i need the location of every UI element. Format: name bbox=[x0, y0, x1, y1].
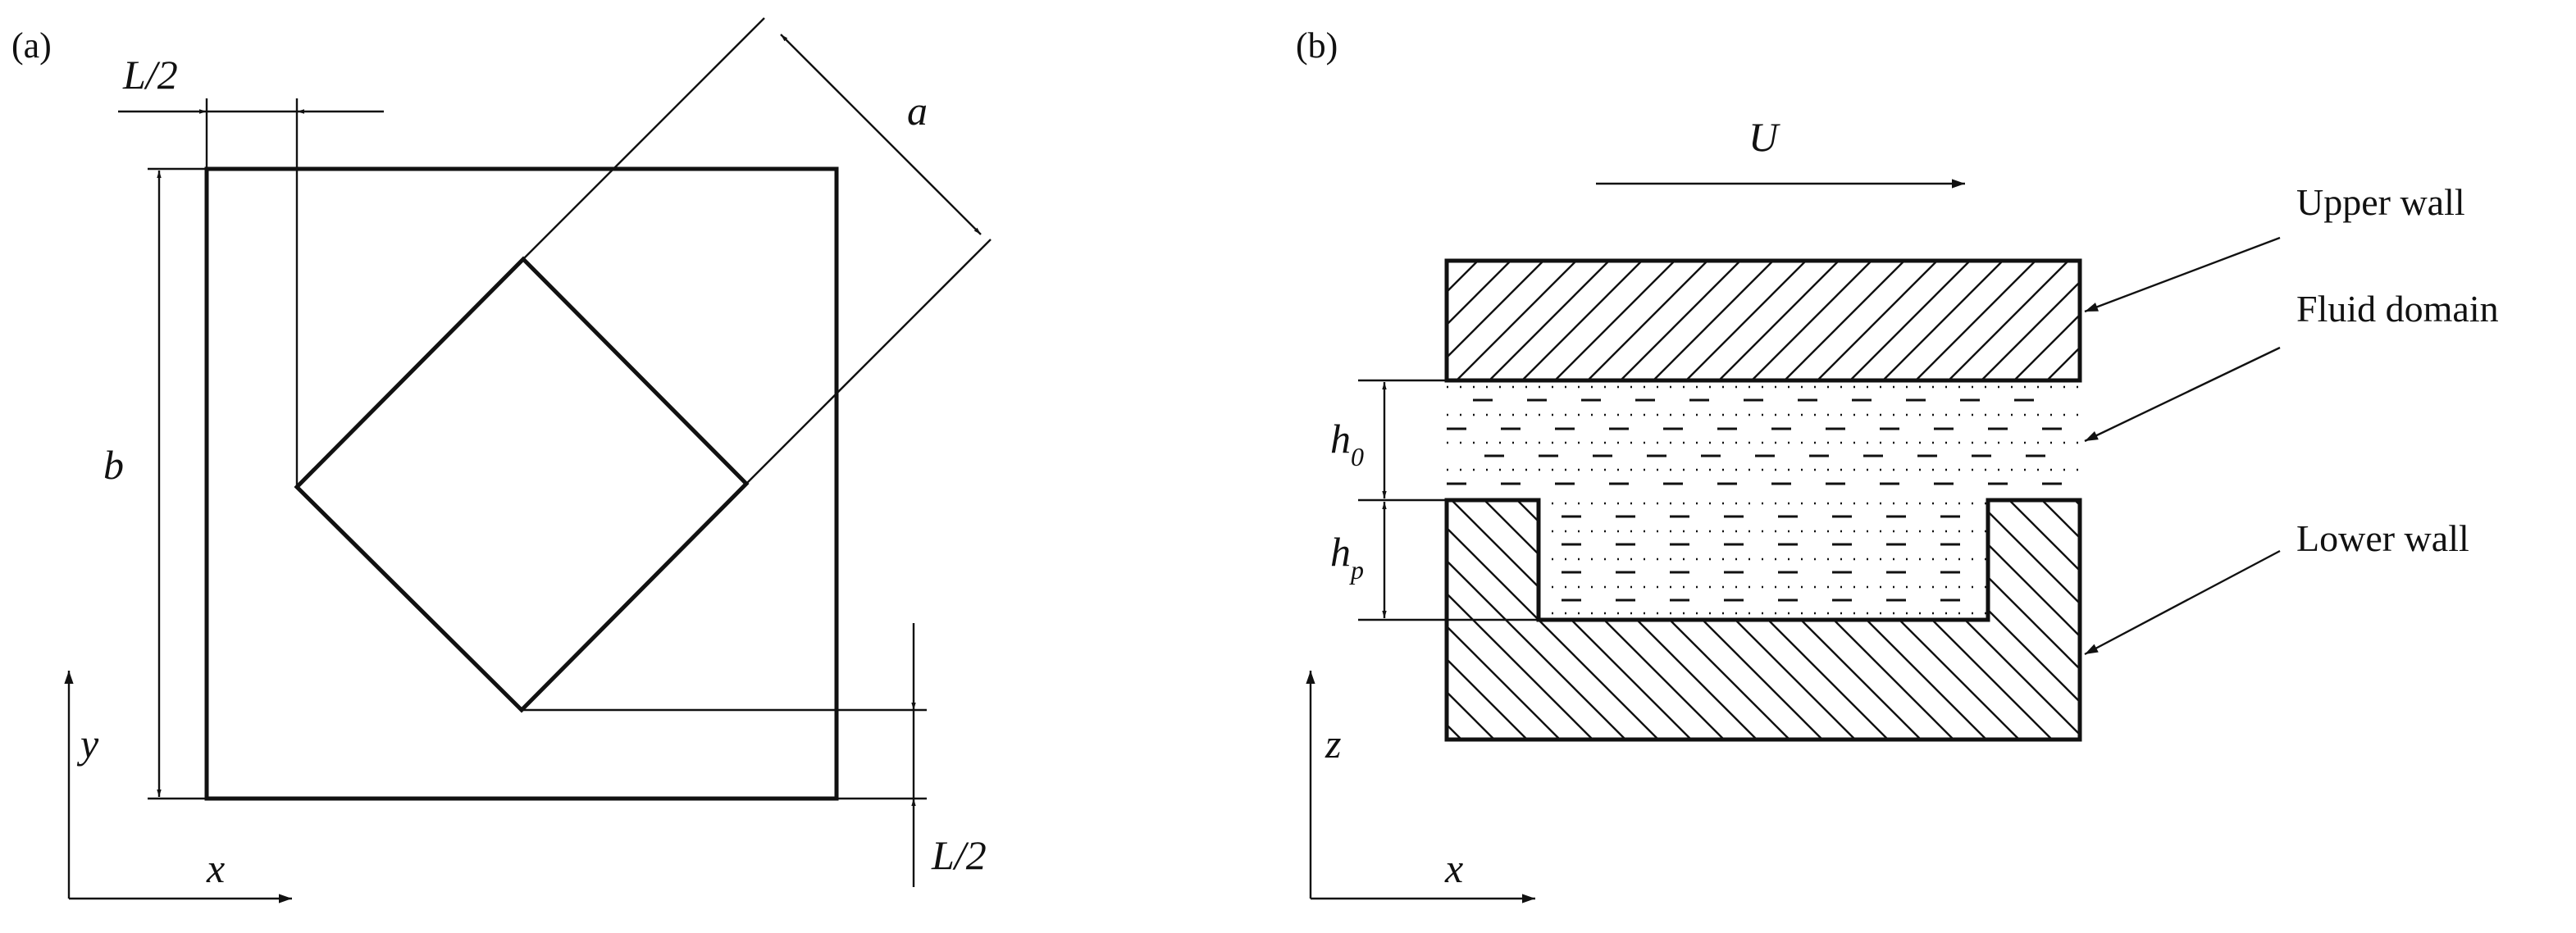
leader-fluid-domain bbox=[2084, 346, 2281, 443]
lower-wall bbox=[1444, 498, 2082, 742]
panel-a-label: (a) bbox=[11, 25, 52, 66]
upper-wall-label: Upper wall bbox=[2296, 181, 2465, 223]
axis-y-label: y bbox=[76, 721, 99, 767]
inner-rotated-square bbox=[294, 256, 750, 713]
outer-square bbox=[204, 166, 839, 801]
lower-wall-label: Lower wall bbox=[2296, 517, 2469, 559]
extension-line-a-right bbox=[745, 239, 992, 485]
leader-lower-wall bbox=[2084, 549, 2281, 656]
axis-x-label-b: x bbox=[1444, 845, 1463, 891]
panel-b: (b) U h0 bbox=[1296, 25, 2499, 903]
dim-half-gap-top-label: L/2 bbox=[122, 52, 178, 98]
fluid-domain-label: Fluid domain bbox=[2296, 288, 2499, 330]
leader-upper-wall bbox=[2084, 236, 2281, 313]
extension-line-a-left bbox=[522, 17, 765, 260]
dim-half-gap-bottom-label: L/2 bbox=[931, 832, 987, 878]
axis-x-label: x bbox=[206, 845, 225, 891]
axis-z-label: z bbox=[1324, 721, 1341, 767]
dim-b-label: b bbox=[103, 442, 124, 488]
dimension-line-a bbox=[780, 34, 982, 235]
pocket-depth-label: hp bbox=[1330, 529, 1364, 585]
panel-b-label: (b) bbox=[1296, 25, 1338, 66]
upper-wall bbox=[1444, 258, 2082, 383]
film-height-label: h0 bbox=[1330, 416, 1364, 471]
panel-a: (a) a L/2 b L/2 y x bbox=[11, 17, 992, 903]
fluid-domain bbox=[1447, 385, 2080, 615]
velocity-label: U bbox=[1748, 114, 1780, 160]
dim-a-label: a bbox=[907, 88, 928, 134]
